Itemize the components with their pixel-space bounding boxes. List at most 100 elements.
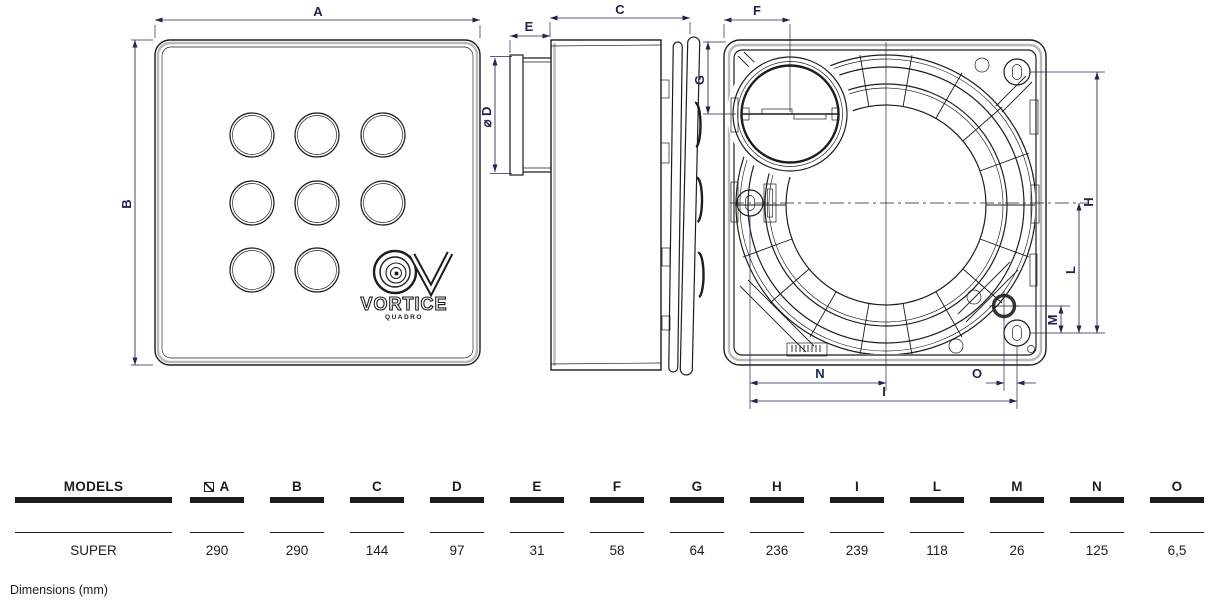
value-cell: 236: [765, 543, 789, 558]
column-header: D: [451, 479, 463, 494]
value-cell: 239: [845, 543, 869, 558]
dim-label-i: I: [882, 384, 886, 399]
front-panel-outline: [154, 39, 481, 366]
header-underline: [1150, 497, 1204, 503]
logo-brand-text: VORTICE: [360, 294, 447, 314]
value-cell: 118: [926, 543, 948, 558]
row-divider: [510, 532, 564, 533]
table-column-c: C 144: [337, 478, 417, 558]
grille-hole: [294, 247, 340, 293]
dimension-l: L: [1063, 203, 1082, 333]
table-column-m: M 26: [977, 478, 1057, 558]
dim-label-l: L: [1063, 266, 1078, 274]
row-divider: [430, 532, 484, 533]
dimensions-unit-note: Dimensions (mm): [10, 583, 108, 597]
centerlines: [730, 24, 1087, 391]
dimension-n: N: [749, 216, 886, 409]
row-divider: [670, 532, 724, 533]
column-header: I: [854, 479, 860, 494]
row-divider: [1150, 532, 1204, 533]
grille-hole: [360, 180, 406, 226]
column-header: N: [1091, 479, 1103, 494]
back-view: F G H L M N I: [692, 3, 1105, 409]
grille-hole-edge: [694, 101, 702, 149]
mounting-hole-top-right: [974, 57, 1031, 86]
table-column-h: H 236: [737, 478, 817, 558]
value-cell: 6,5: [1167, 543, 1187, 558]
table-column-n: N 125: [1057, 478, 1137, 558]
row-divider: [190, 532, 244, 533]
dim-label-o: O: [972, 366, 982, 381]
header-underline: [590, 497, 644, 503]
dim-label-b: B: [119, 199, 134, 208]
table-column-o: O 6,5: [1137, 478, 1217, 558]
header-underline: [350, 497, 404, 503]
dimension-m: M: [1014, 305, 1070, 333]
column-header: E: [532, 479, 542, 494]
column-header: H: [771, 479, 783, 494]
grille-hole-edge: [697, 251, 705, 299]
row-divider: [990, 532, 1044, 533]
column-header: F: [612, 479, 622, 494]
column-label: A: [219, 479, 230, 494]
side-view: C E ⌀ D: [479, 2, 705, 376]
mounting-hole-bottom-right: [1003, 319, 1031, 347]
dimension-g: G: [692, 41, 736, 115]
square-section-icon: [204, 481, 215, 492]
fan-body-side: [550, 39, 662, 371]
grille-holes: [229, 112, 406, 293]
grille-hole: [229, 112, 275, 158]
header-underline: [430, 497, 484, 503]
row-divider: [830, 532, 884, 533]
dimensions-table: MODELS SUPER A 290 B 290 C 144 D 97 E 31…: [10, 478, 1217, 558]
table-column-models: MODELS SUPER: [10, 478, 177, 558]
header-underline: [190, 497, 244, 503]
technical-drawing: VORTICE QUADRO A B: [119, 2, 1105, 409]
table-column-i: I 239: [817, 478, 897, 558]
value-cell: 97: [449, 543, 465, 558]
models-header: MODELS: [63, 479, 124, 494]
dim-label-c: C: [615, 2, 625, 17]
dimension-e: E: [509, 19, 550, 53]
header-underline: [1070, 497, 1124, 503]
table-column-e: E 31: [497, 478, 577, 558]
front-panel-side: [668, 36, 705, 376]
dimension-a: A: [154, 4, 481, 38]
logo-sub-text: QUADRO: [385, 314, 423, 321]
mounting-hole-left: [736, 183, 777, 223]
dim-label-a: A: [313, 4, 323, 19]
backdraft-damper: [741, 107, 840, 121]
value-cell: 58: [609, 543, 625, 558]
duct-spigot: [509, 54, 551, 176]
header-underline: [990, 497, 1044, 503]
dim-label-f: F: [753, 3, 761, 18]
table-column-f: F 58: [577, 478, 657, 558]
dim-label-g: G: [692, 75, 707, 85]
column-header: L: [932, 479, 942, 494]
value-cell: 31: [529, 543, 545, 558]
grille-hole: [229, 247, 275, 293]
table-column-b: B 290: [257, 478, 337, 558]
dimension-f: F: [723, 3, 790, 38]
dim-label-d: ⌀ D: [479, 107, 494, 128]
dimension-c: C: [549, 2, 691, 37]
table-column-g: G 64: [657, 478, 737, 558]
dimension-h: H: [1030, 71, 1105, 334]
dimension-i: I: [750, 346, 1018, 409]
header-underline: [270, 497, 324, 503]
dim-label-h: H: [1081, 197, 1096, 206]
edge-slots: [730, 97, 1040, 287]
value-cell: 125: [1085, 543, 1109, 558]
column-header: B: [291, 479, 303, 494]
dimension-b: B: [119, 39, 153, 366]
grille-hole: [294, 112, 340, 158]
grille-hole: [229, 180, 275, 226]
dim-label-e: E: [525, 19, 534, 34]
dim-label-m: M: [1045, 315, 1060, 326]
header-underline: [750, 497, 804, 503]
header-underline: [510, 497, 564, 503]
vortice-logo: VORTICE QUADRO: [360, 249, 454, 321]
row-divider: [750, 532, 804, 533]
table-column-a: A 290: [177, 478, 257, 558]
